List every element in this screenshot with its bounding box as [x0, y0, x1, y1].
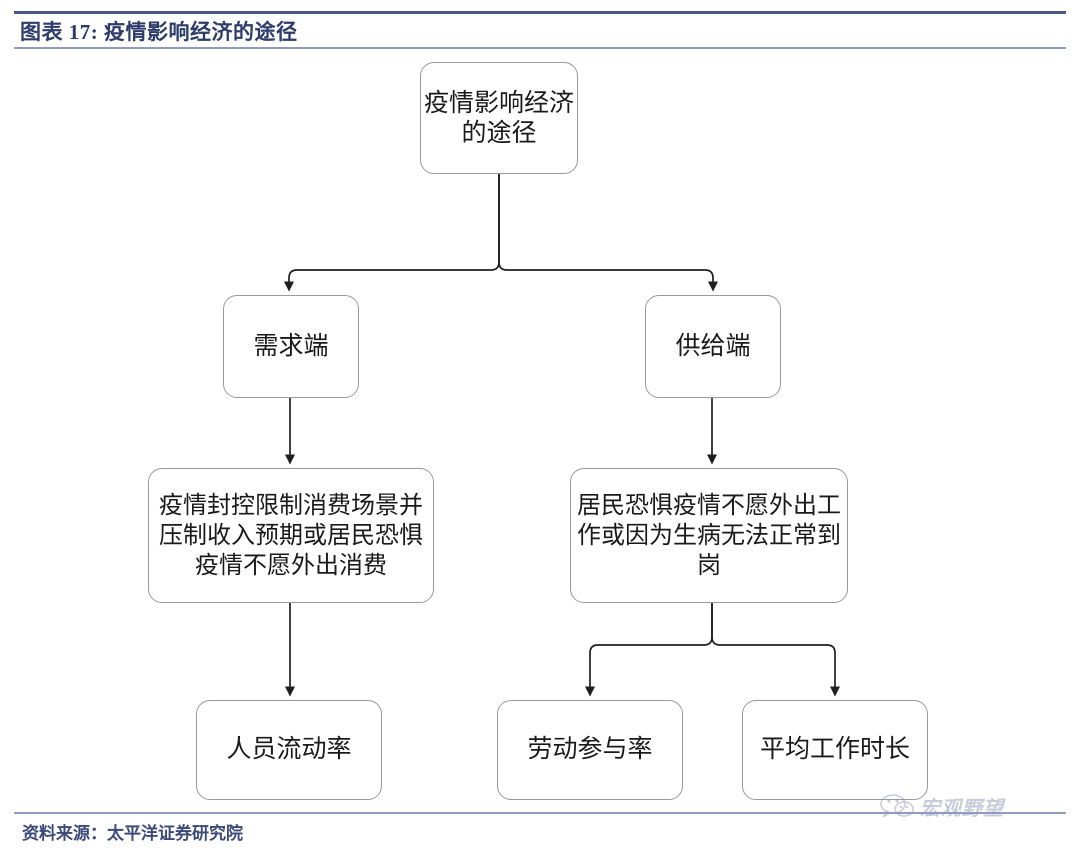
- node-demand-side-label: 需求端: [253, 331, 329, 360]
- node-labor-participation-rate[interactable]: 劳动参与率: [497, 700, 683, 800]
- node-supply-side-label: 供给端: [675, 331, 751, 360]
- footer-rule: [14, 812, 1066, 814]
- node-root-label: 疫情影响经济的途径: [423, 88, 574, 148]
- node-demand-detail-label: 疫情封控限制消费场景并压制收入预期或居民恐惧疫情不愿外出消费: [159, 491, 423, 579]
- node-root[interactable]: 疫情影响经济的途径: [420, 62, 578, 174]
- node-demand-detail[interactable]: 疫情封控限制消费场景并压制收入预期或居民恐惧疫情不愿外出消费: [148, 468, 434, 603]
- node-mobility-rate-label: 人员流动率: [226, 735, 352, 764]
- node-mobility-rate[interactable]: 人员流动率: [196, 700, 382, 800]
- wechat-icon: [880, 793, 914, 818]
- edge-root-to-demand: [283, 174, 500, 292]
- edge-root-to-supply: [498, 174, 719, 292]
- node-average-working-hours-label: 平均工作时长: [759, 735, 910, 764]
- node-average-working-hours[interactable]: 平均工作时长: [742, 700, 928, 800]
- watermark: 宏观野望: [880, 792, 1004, 821]
- node-supply-detail-label: 居民恐惧疫情不愿外出工作或因为生病无法正常到岗: [577, 491, 841, 579]
- edge-detail-to-participation: [584, 603, 713, 697]
- watermark-text: 宏观野望: [920, 798, 1004, 820]
- edge-detail-to-hours: [711, 603, 841, 697]
- page-title: 图表 17: 疫情影响经济的途径: [20, 20, 298, 44]
- header-rule-bottom: [14, 47, 1066, 49]
- source-note: 资料来源：太平洋证券研究院: [22, 824, 243, 843]
- header-rule-top: [14, 11, 1066, 14]
- node-labor-participation-rate-label: 劳动参与率: [527, 735, 653, 764]
- node-supply-side[interactable]: 供给端: [645, 295, 781, 398]
- node-supply-detail[interactable]: 居民恐惧疫情不愿外出工作或因为生病无法正常到岗: [570, 468, 848, 603]
- node-demand-side[interactable]: 需求端: [223, 295, 359, 398]
